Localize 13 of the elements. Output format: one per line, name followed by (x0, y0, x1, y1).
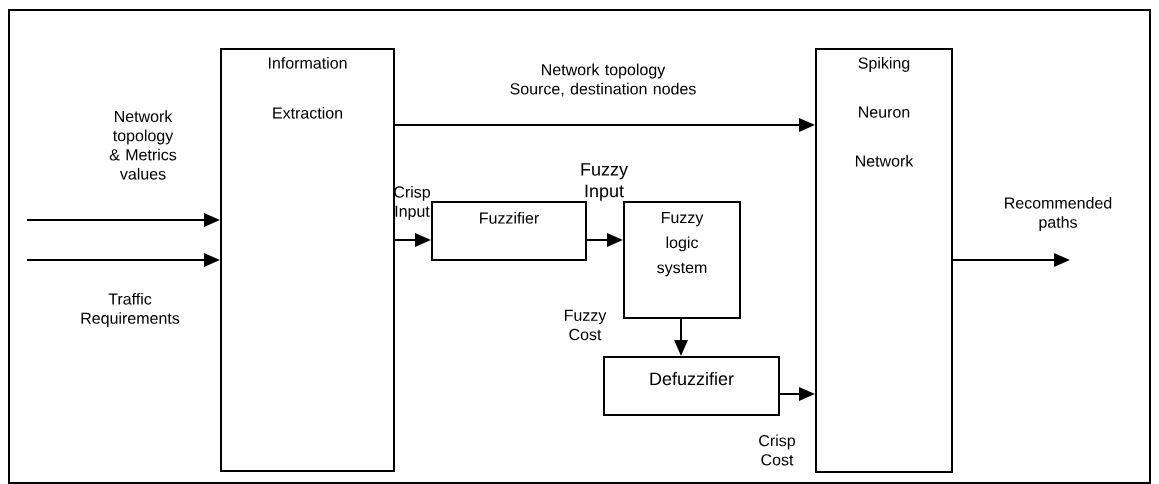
edge-label: Crisp Input (394, 185, 430, 221)
process-box: Fuzzy logic system (623, 201, 741, 319)
process-box: Defuzzifier (603, 356, 780, 416)
process-box: Spiking Neuron Network (815, 48, 953, 473)
edge-label: Recommended paths (1005, 196, 1112, 232)
edge-label: Network topology & Metrics values (109, 110, 177, 180)
edge-label: Network topology Source, destination nodes (510, 63, 696, 97)
process-box: Information Extraction (220, 48, 395, 472)
edge-label: Fuzzy Input (581, 163, 628, 201)
edge-label: Fuzzy Cost (565, 309, 607, 341)
process-box: Fuzzifier (431, 201, 587, 261)
edge-label: Traffic Requirements (81, 292, 180, 328)
edge-label: Crisp Cost (759, 434, 795, 466)
